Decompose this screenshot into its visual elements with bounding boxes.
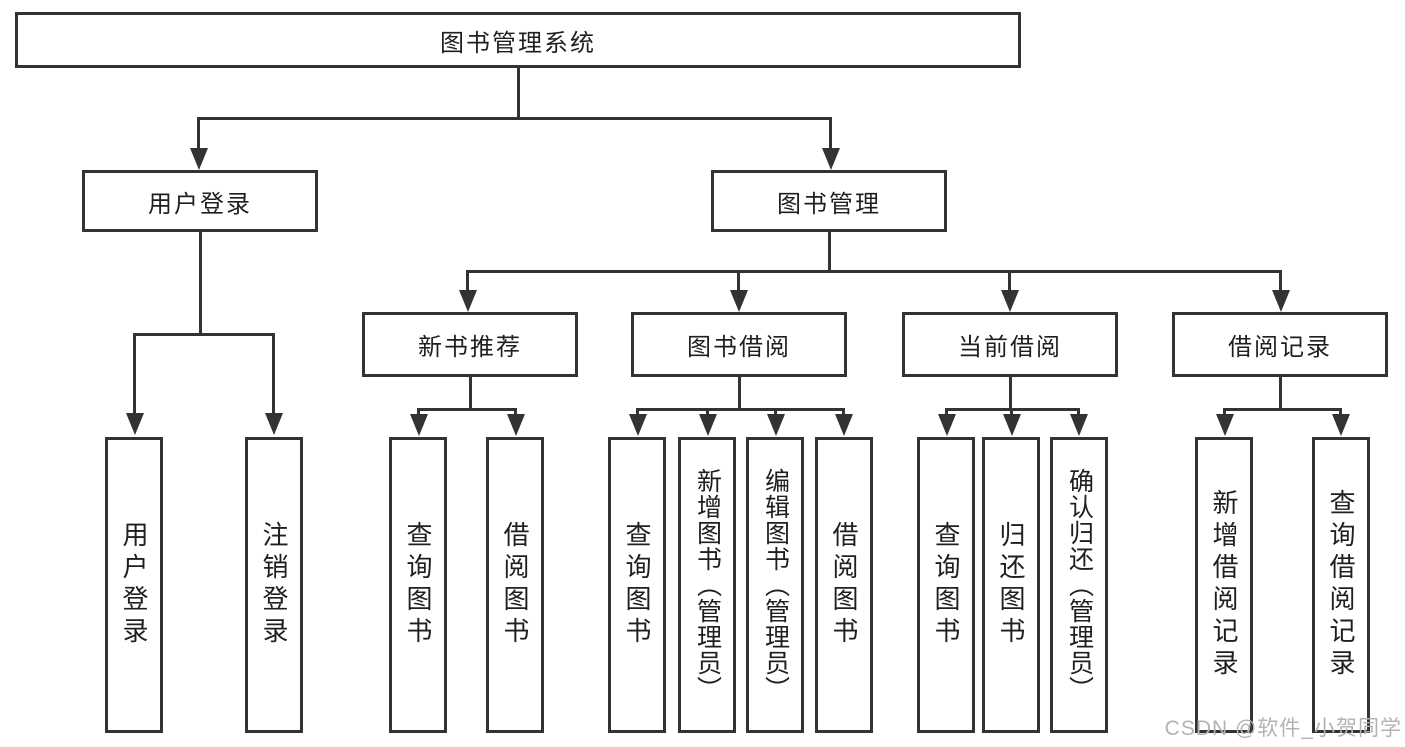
- arrowhead-borrow-leaf4: [835, 414, 853, 436]
- arrowhead-current-leaf1: [938, 414, 956, 436]
- node-book-management-label: 图书管理: [777, 190, 881, 218]
- leaf-current-return-books-label: 归还图书: [996, 521, 1026, 649]
- arrowhead-current-leaf3: [1070, 414, 1088, 436]
- connector-management-branch: [466, 270, 1281, 273]
- arrowhead-records-leaf1: [1216, 414, 1234, 436]
- connector-recommend-stem: [469, 377, 472, 410]
- leaf-borrow-add-books-admin: 新增图书（管理员）: [678, 437, 736, 733]
- arrowhead-login: [190, 148, 208, 170]
- connector-management-stem: [828, 232, 831, 273]
- node-borrow-records: 借阅记录: [1172, 312, 1388, 377]
- node-new-book-recommend: 新书推荐: [362, 312, 578, 377]
- node-book-borrow: 图书借阅: [631, 312, 847, 377]
- connector-root-stem: [517, 68, 520, 118]
- node-book-management: 图书管理: [711, 170, 947, 232]
- connector-records-leaf2-drop: [1339, 408, 1342, 417]
- leaf-user-login-label: 用户登录: [119, 521, 149, 649]
- connector-borrow-stem: [738, 377, 741, 410]
- connector-login-branch: [133, 333, 275, 336]
- node-book-borrow-label: 图书借阅: [687, 334, 791, 361]
- leaf-borrow-add-books-admin-label: 新增图书（管理员）: [693, 468, 722, 702]
- leaf-recommend-query-books-label: 查询图书: [403, 521, 433, 649]
- connector-current-leaf1-drop: [945, 408, 948, 417]
- arrowhead-current-leaf2: [1003, 414, 1021, 436]
- connector-login-stem: [199, 232, 202, 335]
- leaf-records-query-record-label: 查询借阅记录: [1326, 489, 1356, 681]
- arrowhead-records: [1272, 290, 1290, 312]
- connector-recommend-leaf1-drop: [417, 408, 420, 417]
- connector-current-drop: [1008, 270, 1011, 292]
- leaf-logout: 注销登录: [245, 437, 303, 733]
- leaf-records-add-record-label: 新增借阅记录: [1209, 489, 1239, 681]
- arrowhead-borrow-leaf2: [699, 414, 717, 436]
- leaf-borrow-query-books: 查询图书: [608, 437, 666, 733]
- leaf-user-login: 用户登录: [105, 437, 163, 733]
- leaf-borrow-borrow-books-label: 借阅图书: [829, 521, 859, 649]
- leaf-current-confirm-return-admin: 确认归还（管理员）: [1050, 437, 1108, 733]
- node-current-borrow: 当前借阅: [902, 312, 1118, 377]
- arrowhead-borrow-leaf3: [767, 414, 785, 436]
- connector-root-branch: [197, 117, 832, 120]
- connector-current-leaf2-drop: [1010, 408, 1013, 417]
- arrowhead-records-leaf2: [1332, 414, 1350, 436]
- leaf-borrow-borrow-books: 借阅图书: [815, 437, 873, 733]
- node-new-book-recommend-label: 新书推荐: [418, 334, 522, 361]
- leaf-logout-label: 注销登录: [259, 521, 289, 649]
- leaf-recommend-query-books: 查询图书: [389, 437, 447, 733]
- leaf-current-return-books: 归还图书: [982, 437, 1040, 733]
- connector-records-stem: [1279, 377, 1282, 410]
- connector-login-leaf2-drop: [272, 333, 275, 414]
- connector-records-leafbranch: [1223, 408, 1342, 411]
- connector-borrow-leaf4-drop: [842, 408, 845, 417]
- leaf-current-query-books-label: 查询图书: [931, 521, 961, 649]
- connector-records-leaf1-drop: [1223, 408, 1226, 417]
- arrowhead-recommend: [459, 290, 477, 312]
- leaf-records-query-record: 查询借阅记录: [1312, 437, 1370, 733]
- node-borrow-records-label: 借阅记录: [1228, 334, 1332, 361]
- node-user-login: 用户登录: [82, 170, 318, 232]
- connector-borrow-leafbranch: [636, 408, 845, 411]
- arrowhead-recommend-leaf1: [410, 414, 428, 436]
- connector-borrow-drop: [737, 270, 740, 292]
- connector-recommend-leafbranch: [417, 408, 517, 411]
- connector-login-drop: [197, 117, 200, 151]
- connector-current-stem: [1009, 377, 1012, 410]
- arrowhead-recommend-leaf2: [507, 414, 525, 436]
- node-root: 图书管理系统: [15, 12, 1021, 68]
- leaf-current-confirm-return-admin-label: 确认归还（管理员）: [1065, 468, 1094, 702]
- watermark: CSDN @软件_小贺同学: [1164, 717, 1402, 740]
- connector-records-drop: [1279, 270, 1282, 292]
- arrowhead-login-leaf1: [126, 413, 144, 435]
- connector-recommend-leaf2-drop: [514, 408, 517, 417]
- leaf-borrow-edit-books-admin-label: 编辑图书（管理员）: [761, 468, 790, 702]
- arrowhead-login-leaf2: [265, 413, 283, 435]
- arrowhead-borrow-leaf1: [629, 414, 647, 436]
- connector-login-leaf1-drop: [133, 333, 136, 414]
- leaf-recommend-borrow-books: 借阅图书: [486, 437, 544, 733]
- connector-management-drop: [829, 117, 832, 151]
- leaf-borrow-edit-books-admin: 编辑图书（管理员）: [746, 437, 804, 733]
- leaf-recommend-borrow-books-label: 借阅图书: [500, 521, 530, 649]
- arrowhead-borrow: [730, 290, 748, 312]
- leaf-current-query-books: 查询图书: [917, 437, 975, 733]
- arrowhead-current: [1001, 290, 1019, 312]
- node-user-login-label: 用户登录: [148, 190, 252, 218]
- node-root-label: 图书管理系统: [440, 29, 596, 57]
- leaf-borrow-query-books-label: 查询图书: [622, 521, 652, 649]
- connector-current-leaf3-drop: [1077, 408, 1080, 417]
- connector-recommend-drop: [466, 270, 469, 292]
- node-current-borrow-label: 当前借阅: [958, 334, 1062, 361]
- leaf-records-add-record: 新增借阅记录: [1195, 437, 1253, 733]
- connector-borrow-leaf3-drop: [774, 408, 777, 417]
- connector-borrow-leaf2-drop: [706, 408, 709, 417]
- arrowhead-management: [822, 148, 840, 170]
- connector-borrow-leaf1-drop: [636, 408, 639, 417]
